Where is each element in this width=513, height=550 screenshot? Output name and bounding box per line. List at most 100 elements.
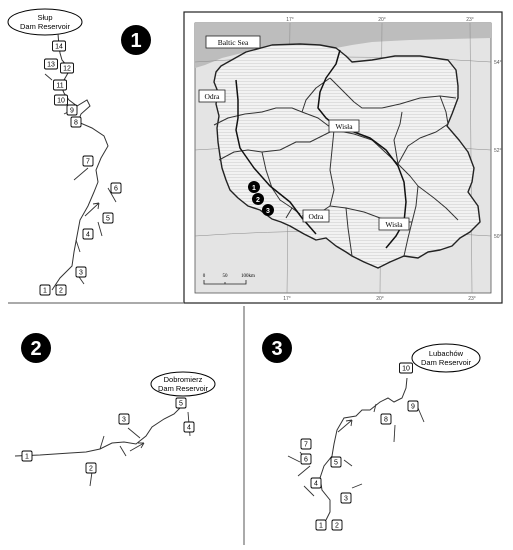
- p1-site-label: 4: [86, 232, 90, 239]
- p2-site-label: 3: [122, 417, 126, 424]
- p2-site-2: 2: [85, 462, 97, 474]
- p2-site-5: 5: [175, 397, 187, 409]
- scale-bar: 0 50 100km: [203, 274, 255, 285]
- p1-site-label: 7: [86, 159, 90, 166]
- p2-site-4: 4: [183, 421, 195, 433]
- odra-label-box-south: [302, 209, 330, 223]
- p1-site-box: [110, 182, 122, 194]
- p1-site-label: 3: [79, 270, 83, 277]
- p3-site-label: 2: [335, 523, 339, 530]
- p1-site-10: 10: [54, 94, 68, 106]
- wisla-label-south: Wisła: [385, 220, 403, 229]
- study-area-markers: 1 2 3: [248, 181, 274, 216]
- poland-map: Baltic Sea Odra Wisła Odra Wisła 17° 20°…: [183, 11, 503, 304]
- latitude-label-54: 54°: [494, 60, 502, 66]
- p3-site-2: 2: [331, 519, 343, 531]
- wisla-label-north: Wisła: [335, 122, 353, 131]
- longitude-label-bottom-17: 17°: [283, 296, 291, 302]
- p3-site-label: 7: [304, 442, 308, 449]
- p3-site-5: 5: [330, 456, 342, 468]
- study-marker-3-dot: [262, 204, 274, 216]
- p1-site-box: [55, 284, 67, 296]
- p3-site-label: 3: [344, 496, 348, 503]
- p1-site-2: 2: [55, 284, 67, 296]
- p1-site-7: 7: [82, 155, 94, 167]
- latitude-label-50: 50°: [494, 234, 502, 240]
- latitude-label-52: 52°: [494, 148, 502, 154]
- p1-site-5: 5: [102, 212, 114, 224]
- scale-tick-50: 50: [223, 274, 229, 279]
- panel-3-flow-arrow: [337, 419, 353, 433]
- p3-site-7: 7: [300, 438, 312, 450]
- lubachow-reservoir-label-line1: Lubachów: [429, 349, 464, 358]
- p1-site-box: [102, 212, 114, 224]
- study-marker-3: 3: [266, 208, 270, 215]
- p3-site-box: [300, 438, 312, 450]
- p1-site-6: 6: [110, 182, 122, 194]
- lubachow-reservoir-outline: [411, 343, 481, 373]
- p3-site-box: [407, 400, 419, 412]
- p2-site-3: 3: [118, 413, 130, 425]
- p3-site-label: 1: [319, 523, 323, 530]
- p1-site-box: [82, 228, 94, 240]
- p3-site-label: 8: [384, 417, 388, 424]
- p2-site-label: 1: [25, 454, 29, 461]
- p1-site-label: 5: [106, 216, 110, 223]
- baltic-sea-label-box: [205, 35, 261, 49]
- wisla-label-box-south: [378, 217, 410, 231]
- p3-site-3: 3: [340, 492, 352, 504]
- p1-site-14: 14: [52, 40, 66, 52]
- p1-site-11: 11: [53, 79, 67, 91]
- panel-2-tributaries: [89, 411, 191, 487]
- wisla-label-box-north: [328, 119, 360, 133]
- p3-site-6: 6: [300, 453, 312, 465]
- p1-site-box: [66, 104, 78, 116]
- p3-site-label: 5: [334, 460, 338, 467]
- p3-site-8: 8: [380, 413, 392, 425]
- panel-3-tributaries: [287, 403, 425, 497]
- p2-site-label: 4: [187, 425, 191, 432]
- p3-site-9: 9: [407, 400, 419, 412]
- panel-1-number: 1: [130, 30, 141, 52]
- p3-site-box: [331, 519, 343, 531]
- p3-site-box: [340, 492, 352, 504]
- longitude-label-top-20: 20°: [378, 17, 386, 23]
- p1-site-box: [75, 266, 87, 278]
- panel-3-number-badge: [262, 333, 292, 363]
- dobromierz-reservoir-outline: [150, 371, 216, 397]
- panel-2-site-boxes: 1 2 3 4 5: [21, 397, 195, 474]
- p1-site-12: 12: [60, 62, 74, 74]
- panel-dividers: [8, 302, 245, 545]
- p1-site-box: [60, 62, 74, 74]
- p1-site-label: 8: [74, 120, 78, 127]
- p2-site-label: 2: [89, 466, 93, 473]
- p1-site-13: 13: [44, 58, 58, 70]
- p1-site-3: 3: [75, 266, 87, 278]
- p3-site-box: [399, 362, 413, 374]
- p2-site-1: 1: [21, 450, 33, 462]
- p2-site-label: 5: [179, 401, 183, 408]
- longitude-label-bottom-20: 20°: [376, 296, 384, 302]
- p1-site-box: [39, 284, 51, 296]
- odra-label-north: Odra: [205, 92, 221, 101]
- p2-site-box: [85, 462, 97, 474]
- slup-reservoir-label-line2: Dam Reservoir: [20, 22, 71, 31]
- p1-site-label: 13: [47, 62, 55, 69]
- p1-site-label: 9: [70, 108, 74, 115]
- p1-site-label: 6: [114, 186, 118, 193]
- p1-site-4: 4: [82, 228, 94, 240]
- study-marker-2-dot: [252, 193, 264, 205]
- p1-site-label: 10: [57, 98, 65, 105]
- p1-site-box: [52, 40, 66, 52]
- p3-site-label: 6: [304, 457, 308, 464]
- p2-site-box: [183, 421, 195, 433]
- graticule-labels: 17° 20° 23° 17° 20° 23° 54° 52° 50°: [283, 17, 501, 302]
- p1-site-9: 9: [66, 104, 78, 116]
- p3-site-10: 10: [399, 362, 413, 374]
- panel-2-river: [14, 406, 182, 457]
- p1-site-box: [54, 94, 68, 106]
- lubachow-reservoir-label-line2: Dam Reservoir: [421, 358, 472, 367]
- p1-site-label: 11: [56, 83, 63, 90]
